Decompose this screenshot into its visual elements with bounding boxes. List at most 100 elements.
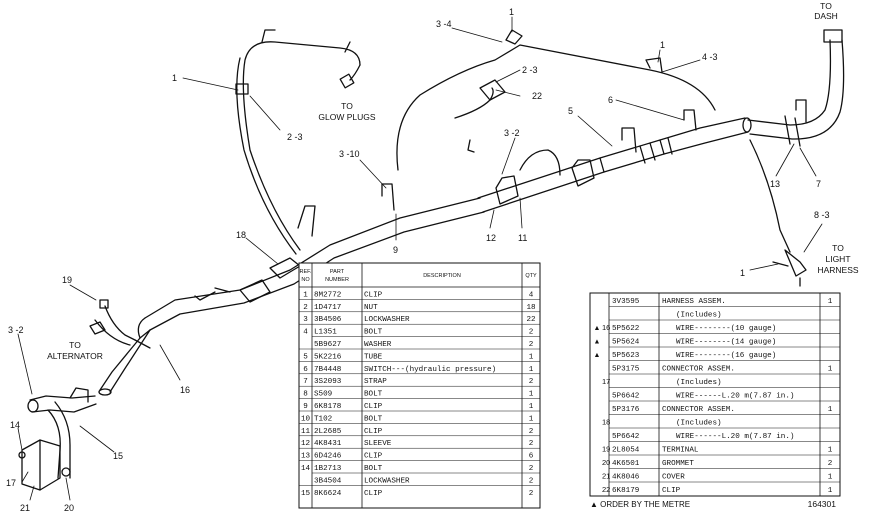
right-cell-part: 5P3175 bbox=[612, 366, 640, 374]
right-cell-desc: CONNECTOR ASSEM. bbox=[662, 366, 735, 374]
callout-21: 21 bbox=[20, 503, 30, 513]
alternator-label-2: ALTERNATOR bbox=[47, 351, 103, 361]
left-cell-part: S509 bbox=[314, 391, 333, 399]
callout-2-3-left: 2 -3 bbox=[287, 132, 303, 142]
left-cell-ref: 15 bbox=[301, 490, 311, 498]
callout-6: 6 bbox=[608, 95, 613, 105]
left-cell-desc: BOLT bbox=[364, 415, 383, 423]
callout-3-10: 3 -10 bbox=[339, 149, 360, 159]
glow-plugs-label-1: TO bbox=[341, 101, 353, 111]
left-cell-ref: 9 bbox=[303, 403, 308, 411]
alternator-tube bbox=[98, 329, 151, 396]
right-cell-desc: CONNECTOR ASSEM. bbox=[662, 406, 735, 414]
left-cell-desc: TUBE bbox=[364, 353, 383, 361]
callout-14: 14 bbox=[10, 420, 20, 430]
left-cell-part: 1D4717 bbox=[314, 304, 341, 312]
to-dash-label-1: TO bbox=[820, 1, 832, 11]
parts-table-left-gridlines bbox=[299, 263, 540, 508]
right-cell-ref: 17 bbox=[602, 377, 610, 386]
right-cell-desc: WIRE------L.20 m(7.87 in.) bbox=[676, 433, 794, 441]
callout-12: 12 bbox=[486, 233, 496, 243]
left-cell-part: 2L2685 bbox=[314, 428, 342, 436]
left-cell-desc: WASHER bbox=[364, 341, 392, 349]
header-description: DESCRIPTION bbox=[423, 273, 461, 279]
callout-15: 15 bbox=[113, 451, 123, 461]
left-cell-qty: 4 bbox=[529, 291, 534, 299]
right-cell-ref: 21 bbox=[602, 472, 610, 481]
alternator-label-1: TO bbox=[69, 340, 81, 350]
callout-numbers: 3 -4 1 1 2 -3 2 -3 22 1 4 -3 5 6 3 -2 3 … bbox=[6, 7, 830, 513]
left-cell-qty: 2 bbox=[529, 341, 534, 349]
harness-connectors bbox=[194, 257, 301, 303]
light-harness-label-1: TO bbox=[832, 243, 844, 253]
parts-table-left-row-lines bbox=[299, 299, 540, 486]
callout-7: 7 bbox=[816, 179, 821, 189]
left-cell-desc: CLIP bbox=[364, 453, 383, 461]
right-cell-part: 3V3595 bbox=[612, 298, 640, 306]
left-cell-desc: BOLT bbox=[364, 391, 383, 399]
left-cell-qty: 22 bbox=[526, 316, 536, 324]
right-cell-mark: ▲ bbox=[594, 339, 601, 346]
left-cell-part: 6D4246 bbox=[314, 453, 342, 461]
callout-17: 17 bbox=[6, 478, 16, 488]
left-cell-ref: 5 bbox=[303, 353, 308, 361]
right-cell-desc: (Includes) bbox=[676, 312, 722, 320]
left-cell-desc: NUT bbox=[364, 304, 378, 312]
right-cell-desc: CLIP bbox=[662, 487, 681, 495]
right-cell-desc: TERMINAL bbox=[662, 447, 699, 455]
left-cell-part: 3S2093 bbox=[314, 378, 342, 386]
left-cell-ref: 14 bbox=[301, 465, 311, 473]
right-cell-desc: WIRE--------(14 gauge) bbox=[676, 339, 776, 347]
right-cell-part: 5P5624 bbox=[612, 339, 640, 347]
left-cell-part: L1351 bbox=[314, 329, 337, 337]
right-cell-mark: ▲ bbox=[594, 352, 601, 359]
left-cell-qty: 1 bbox=[529, 415, 534, 423]
left-cell-qty: 2 bbox=[529, 490, 534, 498]
right-cell-desc: HARNESS ASSEM. bbox=[662, 298, 726, 306]
parts-table-right-row-lines bbox=[609, 306, 840, 483]
left-cell-ref: 7 bbox=[303, 378, 308, 386]
left-cell-part: T102 bbox=[314, 415, 333, 423]
left-cell-qty: 1 bbox=[529, 391, 534, 399]
light-harness-label-2: LIGHT bbox=[825, 254, 850, 264]
header-ref-2: NO bbox=[301, 277, 310, 283]
right-cell-mark: ▲ bbox=[594, 325, 601, 332]
right-cell-ref: 18 bbox=[602, 418, 610, 427]
left-cell-part: 6K8178 bbox=[314, 403, 342, 411]
destination-labels: TO DASH TO GLOW PLUGS TO ALTERNATOR TO L… bbox=[47, 1, 859, 361]
callout-16: 16 bbox=[180, 385, 190, 395]
dash-hose bbox=[747, 29, 845, 147]
right-cell-qty: 1 bbox=[828, 406, 833, 414]
left-cell-ref: 2 bbox=[303, 304, 308, 312]
right-cell-qty: 1 bbox=[828, 447, 833, 455]
left-cell-desc: CLIP bbox=[364, 428, 383, 436]
left-cell-qty: 6 bbox=[529, 453, 534, 461]
left-cell-ref: 1 bbox=[303, 291, 308, 299]
right-cell-part: 5P5623 bbox=[612, 352, 640, 360]
left-cell-ref: 4 bbox=[303, 329, 308, 337]
callout-1-right: 1 bbox=[660, 40, 665, 50]
parts-table-right-border bbox=[589, 292, 841, 497]
left-cell-ref: 13 bbox=[301, 453, 311, 461]
left-cell-desc: CLIP bbox=[364, 490, 383, 498]
right-cell-ref: 22 bbox=[602, 485, 610, 494]
right-cell-desc: GROMMET bbox=[662, 460, 694, 468]
callout-18: 18 bbox=[236, 230, 246, 240]
left-cell-part: 4K8431 bbox=[314, 440, 342, 448]
left-cell-part: 8K6624 bbox=[314, 490, 342, 498]
callout-11: 11 bbox=[518, 233, 527, 243]
parts-table-left-border bbox=[298, 262, 541, 509]
left-cell-desc: BOLT bbox=[364, 329, 383, 337]
top-wire-run bbox=[396, 29, 716, 171]
left-cell-part: 1B2713 bbox=[314, 465, 342, 473]
right-cell-qty: 1 bbox=[828, 298, 833, 306]
right-cell-qty: 1 bbox=[828, 474, 833, 482]
left-cell-part: 5B9627 bbox=[314, 341, 341, 349]
left-cell-part: 5K2216 bbox=[314, 353, 342, 361]
callout-1-left: 1 bbox=[172, 73, 177, 83]
callout-5: 5 bbox=[568, 106, 573, 116]
right-cell-part: 5P6642 bbox=[612, 393, 640, 401]
